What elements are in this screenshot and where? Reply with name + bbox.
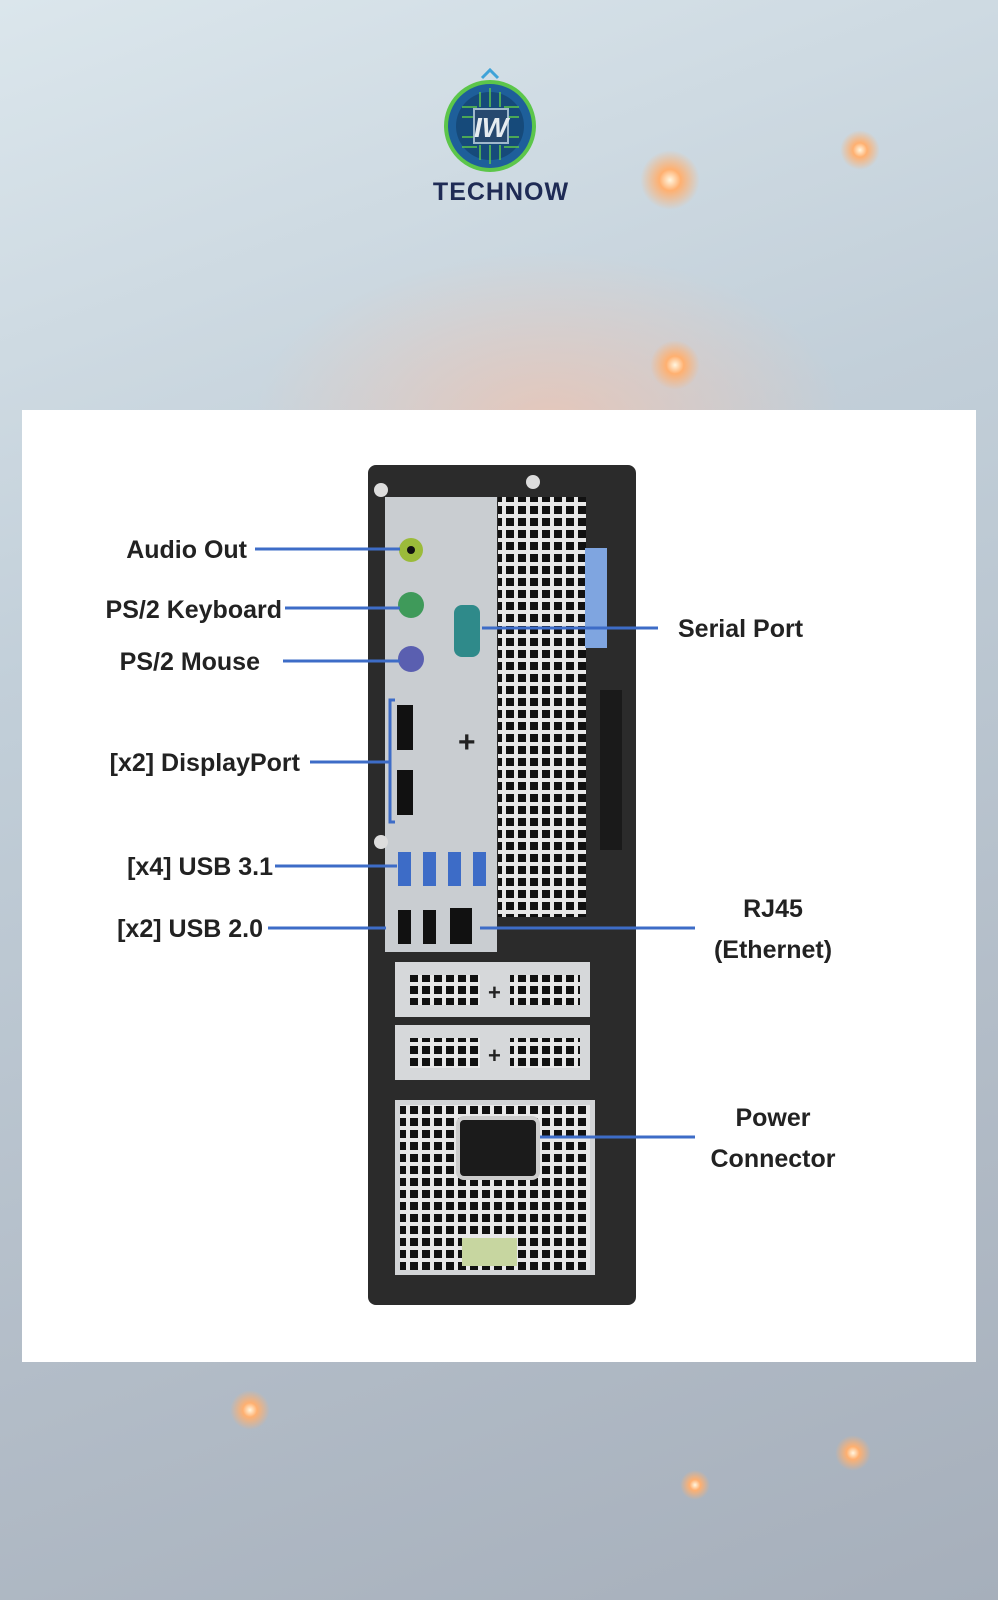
label-usb-2-0: [x2] USB 2.0 [117, 915, 263, 943]
rj45-port [450, 908, 472, 944]
ps2-mouse-port [398, 646, 424, 672]
label-ethernet: (Ethernet) [714, 936, 832, 964]
usb-3-1-port [398, 852, 411, 886]
ports: + [397, 538, 486, 944]
label-serial-port: Serial Port [678, 615, 804, 643]
background-glow [680, 1470, 710, 1500]
background-glow [650, 340, 700, 390]
label-ps2-keyboard: PS/2 Keyboard [106, 596, 282, 624]
usb-3-1-port [473, 852, 486, 886]
logo-monogram: IW [474, 112, 511, 143]
blue-latch [585, 548, 607, 648]
background-glow [840, 130, 880, 170]
label-displayport: [x2] DisplayPort [110, 749, 301, 777]
displayport-1 [397, 705, 413, 750]
circuit-globe-icon: IW [444, 67, 536, 172]
svg-text:+: + [488, 980, 501, 1005]
label-ps2-mouse: PS/2 Mouse [120, 648, 260, 676]
background-glow [230, 1390, 270, 1430]
usb-2-0-port [398, 910, 411, 944]
brand-name: TECHNOW [432, 178, 570, 206]
background-glow [835, 1435, 871, 1471]
usb-3-1-port [423, 852, 436, 886]
label-rj45: RJ45 [743, 895, 803, 923]
svg-text:+: + [458, 726, 476, 759]
background-haze [250, 250, 850, 420]
power-connector-socket [456, 1116, 540, 1180]
label-usb-3-1: [x4] USB 3.1 [127, 853, 273, 881]
label-audio-out: Audio Out [126, 536, 247, 564]
leader-lines [255, 547, 695, 1139]
displayport-2 [397, 770, 413, 815]
usb-2-0-port [423, 910, 436, 944]
usb-3-1-port [448, 852, 461, 886]
serial-port [454, 605, 480, 657]
technow-logo: IW TECHNOW [412, 62, 590, 212]
background-glow [640, 150, 700, 210]
ps2-keyboard-port [398, 592, 424, 618]
svg-text:+: + [488, 1043, 501, 1068]
label-power: Power [735, 1104, 810, 1132]
label-connector: Connector [711, 1145, 836, 1173]
